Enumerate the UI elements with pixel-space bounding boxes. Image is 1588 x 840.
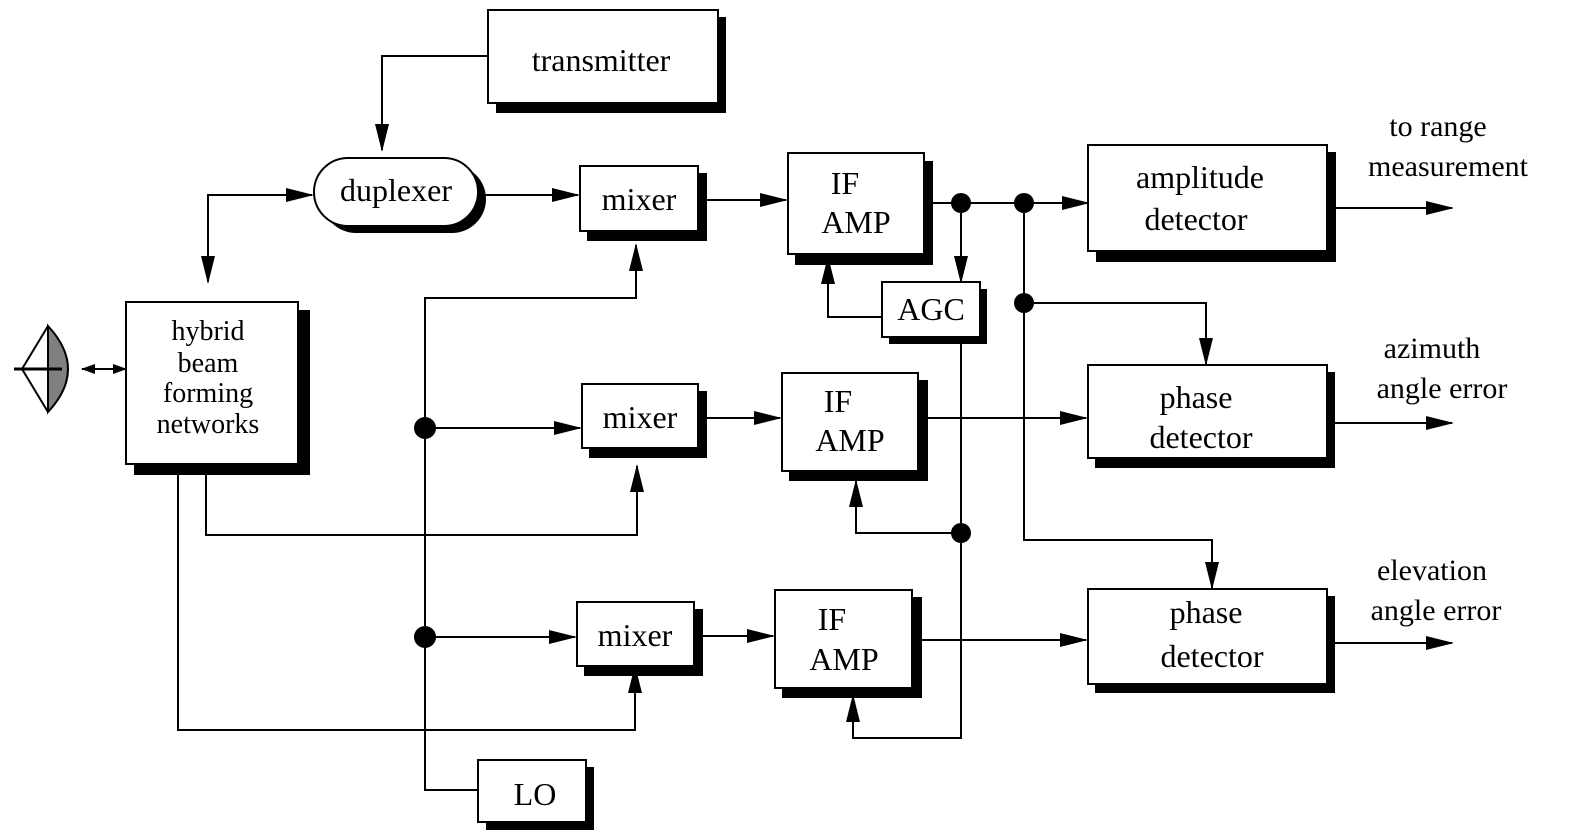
dish-strut bbox=[21, 325, 49, 370]
wire-agc-if-2 bbox=[849, 479, 961, 534]
if-amp-label-line-1: IF bbox=[818, 601, 846, 637]
junction-dot bbox=[414, 417, 436, 439]
wire-reference-phase-1 bbox=[1024, 302, 1213, 366]
hybrid-label-line-1: hybrid bbox=[171, 316, 244, 347]
wire-hybrid-mixer-3 bbox=[177, 465, 642, 731]
hybrid-label-line-3: forming bbox=[163, 378, 253, 409]
mixer-label: mixer bbox=[602, 181, 677, 217]
mixer-block-3: mixer bbox=[576, 601, 703, 676]
mixer-block-2: mixer bbox=[581, 383, 707, 458]
phase-detector-label-line-1: phase bbox=[1160, 379, 1233, 415]
junction-dot bbox=[414, 626, 436, 648]
if-amp-block-1: IF AMP bbox=[787, 152, 933, 265]
phase-detector-label-line-2: detector bbox=[1149, 419, 1252, 455]
if-amp-label-line-2: AMP bbox=[815, 422, 884, 458]
amplitude-detector-label-line-2: detector bbox=[1144, 201, 1247, 237]
elevation-output-label-line-2: angle error bbox=[1371, 594, 1502, 627]
hybrid-label-line-4: networks bbox=[157, 409, 260, 440]
if-amp-label-line-2: AMP bbox=[821, 204, 890, 240]
wire-transmitter-duplexer bbox=[375, 55, 490, 152]
mixer-block-1: mixer bbox=[579, 165, 707, 241]
if-amp-label-line-2: AMP bbox=[809, 641, 878, 677]
range-output-label-line-2: measurement bbox=[1368, 150, 1529, 183]
range-output-label-line-1: to range bbox=[1389, 110, 1486, 143]
lo-label: LO bbox=[514, 776, 557, 812]
transmitter-block: transmitter bbox=[487, 9, 726, 113]
lo-block: LO bbox=[477, 759, 594, 830]
duplexer-label: duplexer bbox=[340, 172, 452, 208]
output-labels: to range measurement azimuth angle error… bbox=[1368, 110, 1529, 627]
junction-dot bbox=[1014, 193, 1034, 213]
antenna-dish-icon bbox=[14, 323, 69, 415]
agc-block: AGC bbox=[881, 281, 987, 344]
wire-agc-if-1 bbox=[821, 256, 882, 318]
wire-lo-mixer-1 bbox=[424, 243, 643, 791]
hybrid-label-line-2: beam bbox=[178, 348, 239, 379]
azimuth-output-label-line-2: angle error bbox=[1377, 372, 1508, 405]
amplitude-detector-block: amplitude detector bbox=[1087, 144, 1336, 262]
junction-dot bbox=[951, 523, 971, 543]
if-amp-label-line-1: IF bbox=[831, 165, 859, 201]
dish-strut bbox=[21, 368, 49, 413]
azimuth-output-label-line-1: azimuth bbox=[1384, 332, 1481, 365]
if-amp-block-2: IF AMP bbox=[781, 372, 928, 481]
wire-hybrid-mixer-2 bbox=[205, 464, 644, 536]
junction-dot bbox=[1014, 293, 1034, 313]
wire-hybrid-duplexer bbox=[207, 188, 314, 282]
wire-reference-phase-2 bbox=[1023, 203, 1219, 590]
duplexer-block: duplexer bbox=[313, 157, 486, 233]
transmitter-label: transmitter bbox=[532, 42, 671, 78]
amplitude-detector-label-line-1: amplitude bbox=[1136, 159, 1264, 195]
agc-label: AGC bbox=[897, 291, 965, 327]
mixer-label: mixer bbox=[603, 399, 678, 435]
elevation-output-label-line-1: elevation bbox=[1377, 554, 1487, 587]
mixer-label: mixer bbox=[598, 617, 673, 653]
if-amp-block-3: IF AMP bbox=[774, 589, 922, 698]
junction-dots bbox=[414, 193, 1034, 648]
junction-dot bbox=[951, 193, 971, 213]
phase-detector-block-1: phase detector bbox=[1087, 364, 1335, 468]
if-amp-label-line-1: IF bbox=[824, 383, 852, 419]
phase-detector-label-line-2: detector bbox=[1160, 638, 1263, 674]
phase-detector-label-line-1: phase bbox=[1170, 594, 1243, 630]
hybrid-beam-forming-block: hybrid beam forming networks bbox=[125, 301, 310, 475]
phase-detector-block-2: phase detector bbox=[1087, 588, 1335, 693]
